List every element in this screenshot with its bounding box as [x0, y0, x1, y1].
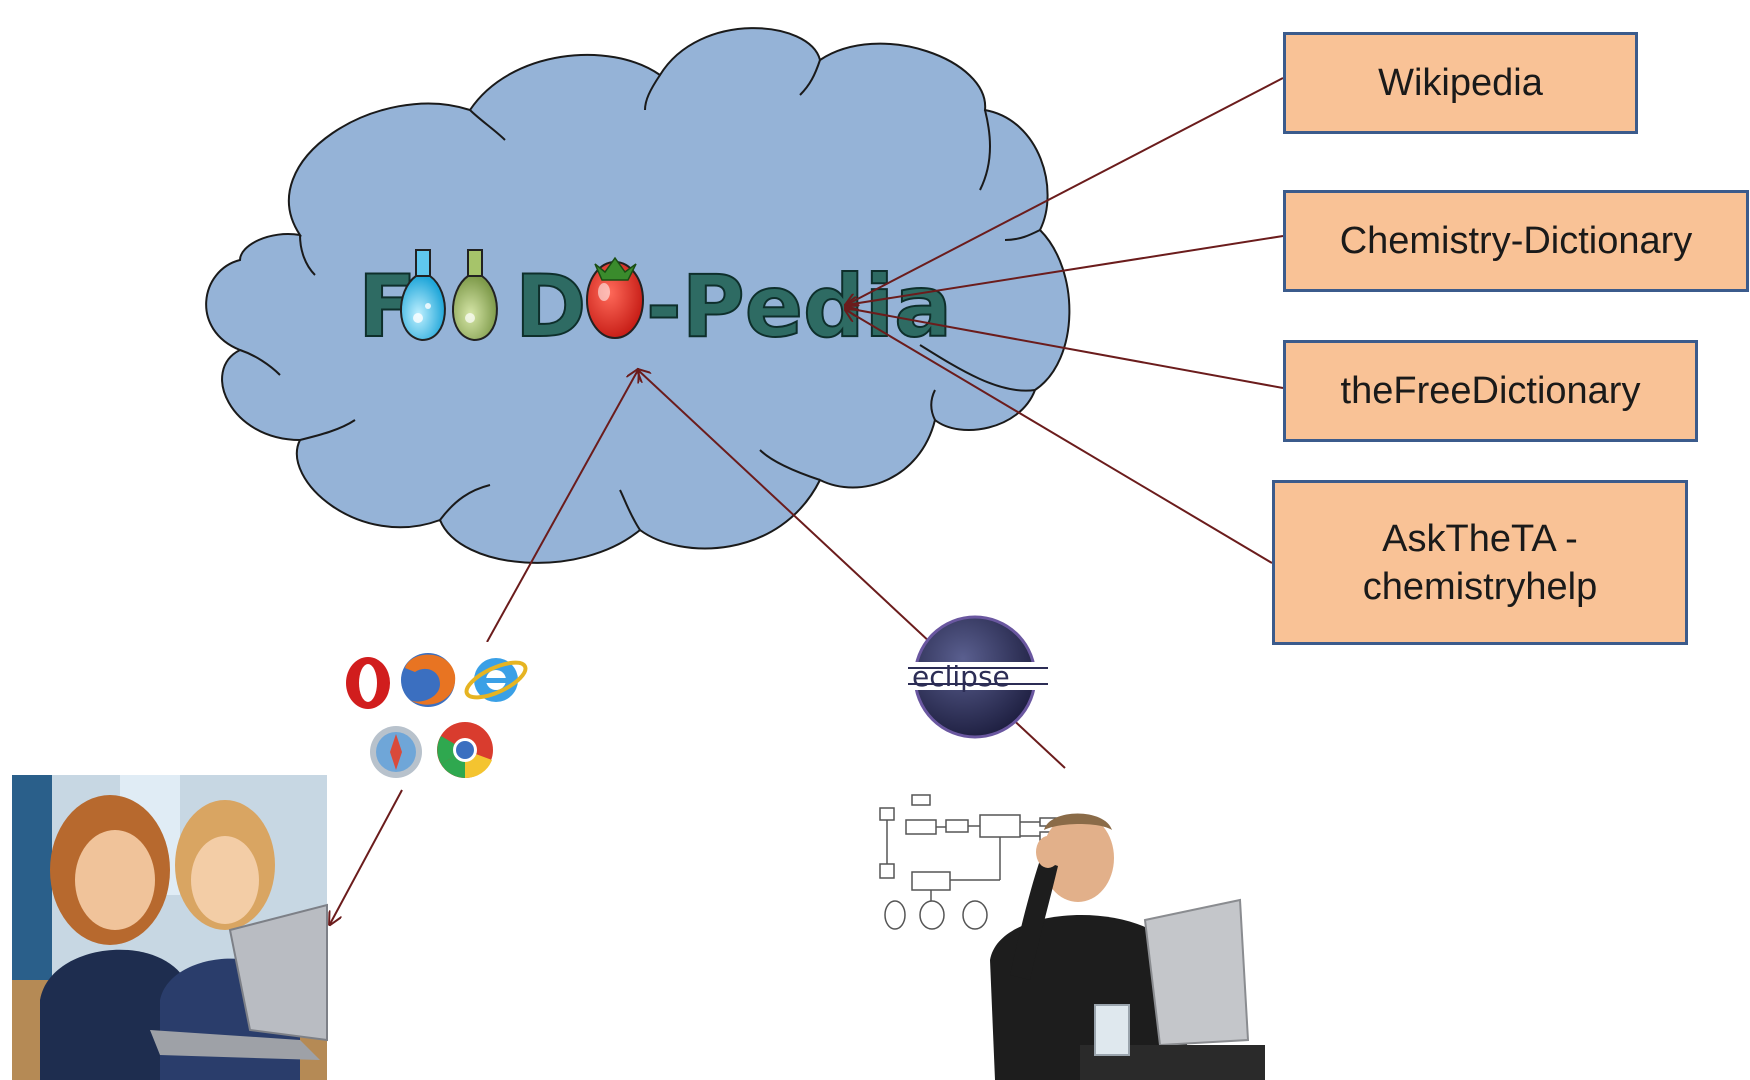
source-box-thefreedictionary: theFreeDictionary [1283, 340, 1698, 442]
arrow-browsers-to-logo [486, 370, 638, 643]
source-box-chemistry-dictionary: Chemistry-Dictionary [1283, 190, 1749, 292]
eclipse-label: eclipse [912, 660, 1010, 693]
source-label-chemistry-dictionary: Chemistry-Dictionary [1339, 220, 1693, 262]
logo-letters-pedia: -Pedia [646, 257, 952, 357]
firefox-icon [401, 653, 456, 707]
source-box-askteta: AskTheTA - chemistryhelp [1272, 480, 1688, 645]
source-box-wikipedia: Wikipedia [1283, 32, 1638, 134]
safari-icon [370, 726, 422, 778]
source-label-wikipedia: Wikipedia [1378, 62, 1543, 104]
internet-explorer-icon [464, 658, 528, 702]
eclipse-icon: eclipse [908, 615, 1048, 739]
students-laptop-photo [12, 775, 328, 1080]
opera-icon [346, 657, 390, 709]
source-label-askteta: AskTheTA - chemistryhelp [1362, 517, 1598, 608]
arrow-wikipedia [846, 77, 1284, 305]
arrow-askteta [846, 310, 1273, 564]
browser-icons [323, 642, 531, 788]
green-flask-icon [452, 249, 498, 342]
source-label-thefreedictionary: theFreeDictionary [1340, 370, 1641, 412]
chrome-icon [437, 722, 493, 779]
developer-whiteboard-photo [862, 785, 1267, 1080]
arrow-browsers-to-users [330, 789, 403, 924]
tomato-icon [586, 256, 644, 339]
blue-flask-icon [400, 249, 446, 342]
arrow-chemistry-dictionary [846, 235, 1284, 305]
food-o-pedia-logo: F D- -Pedia [357, 249, 953, 358]
source-arrows [846, 77, 1284, 564]
arrow-thefreedictionary [846, 308, 1284, 389]
